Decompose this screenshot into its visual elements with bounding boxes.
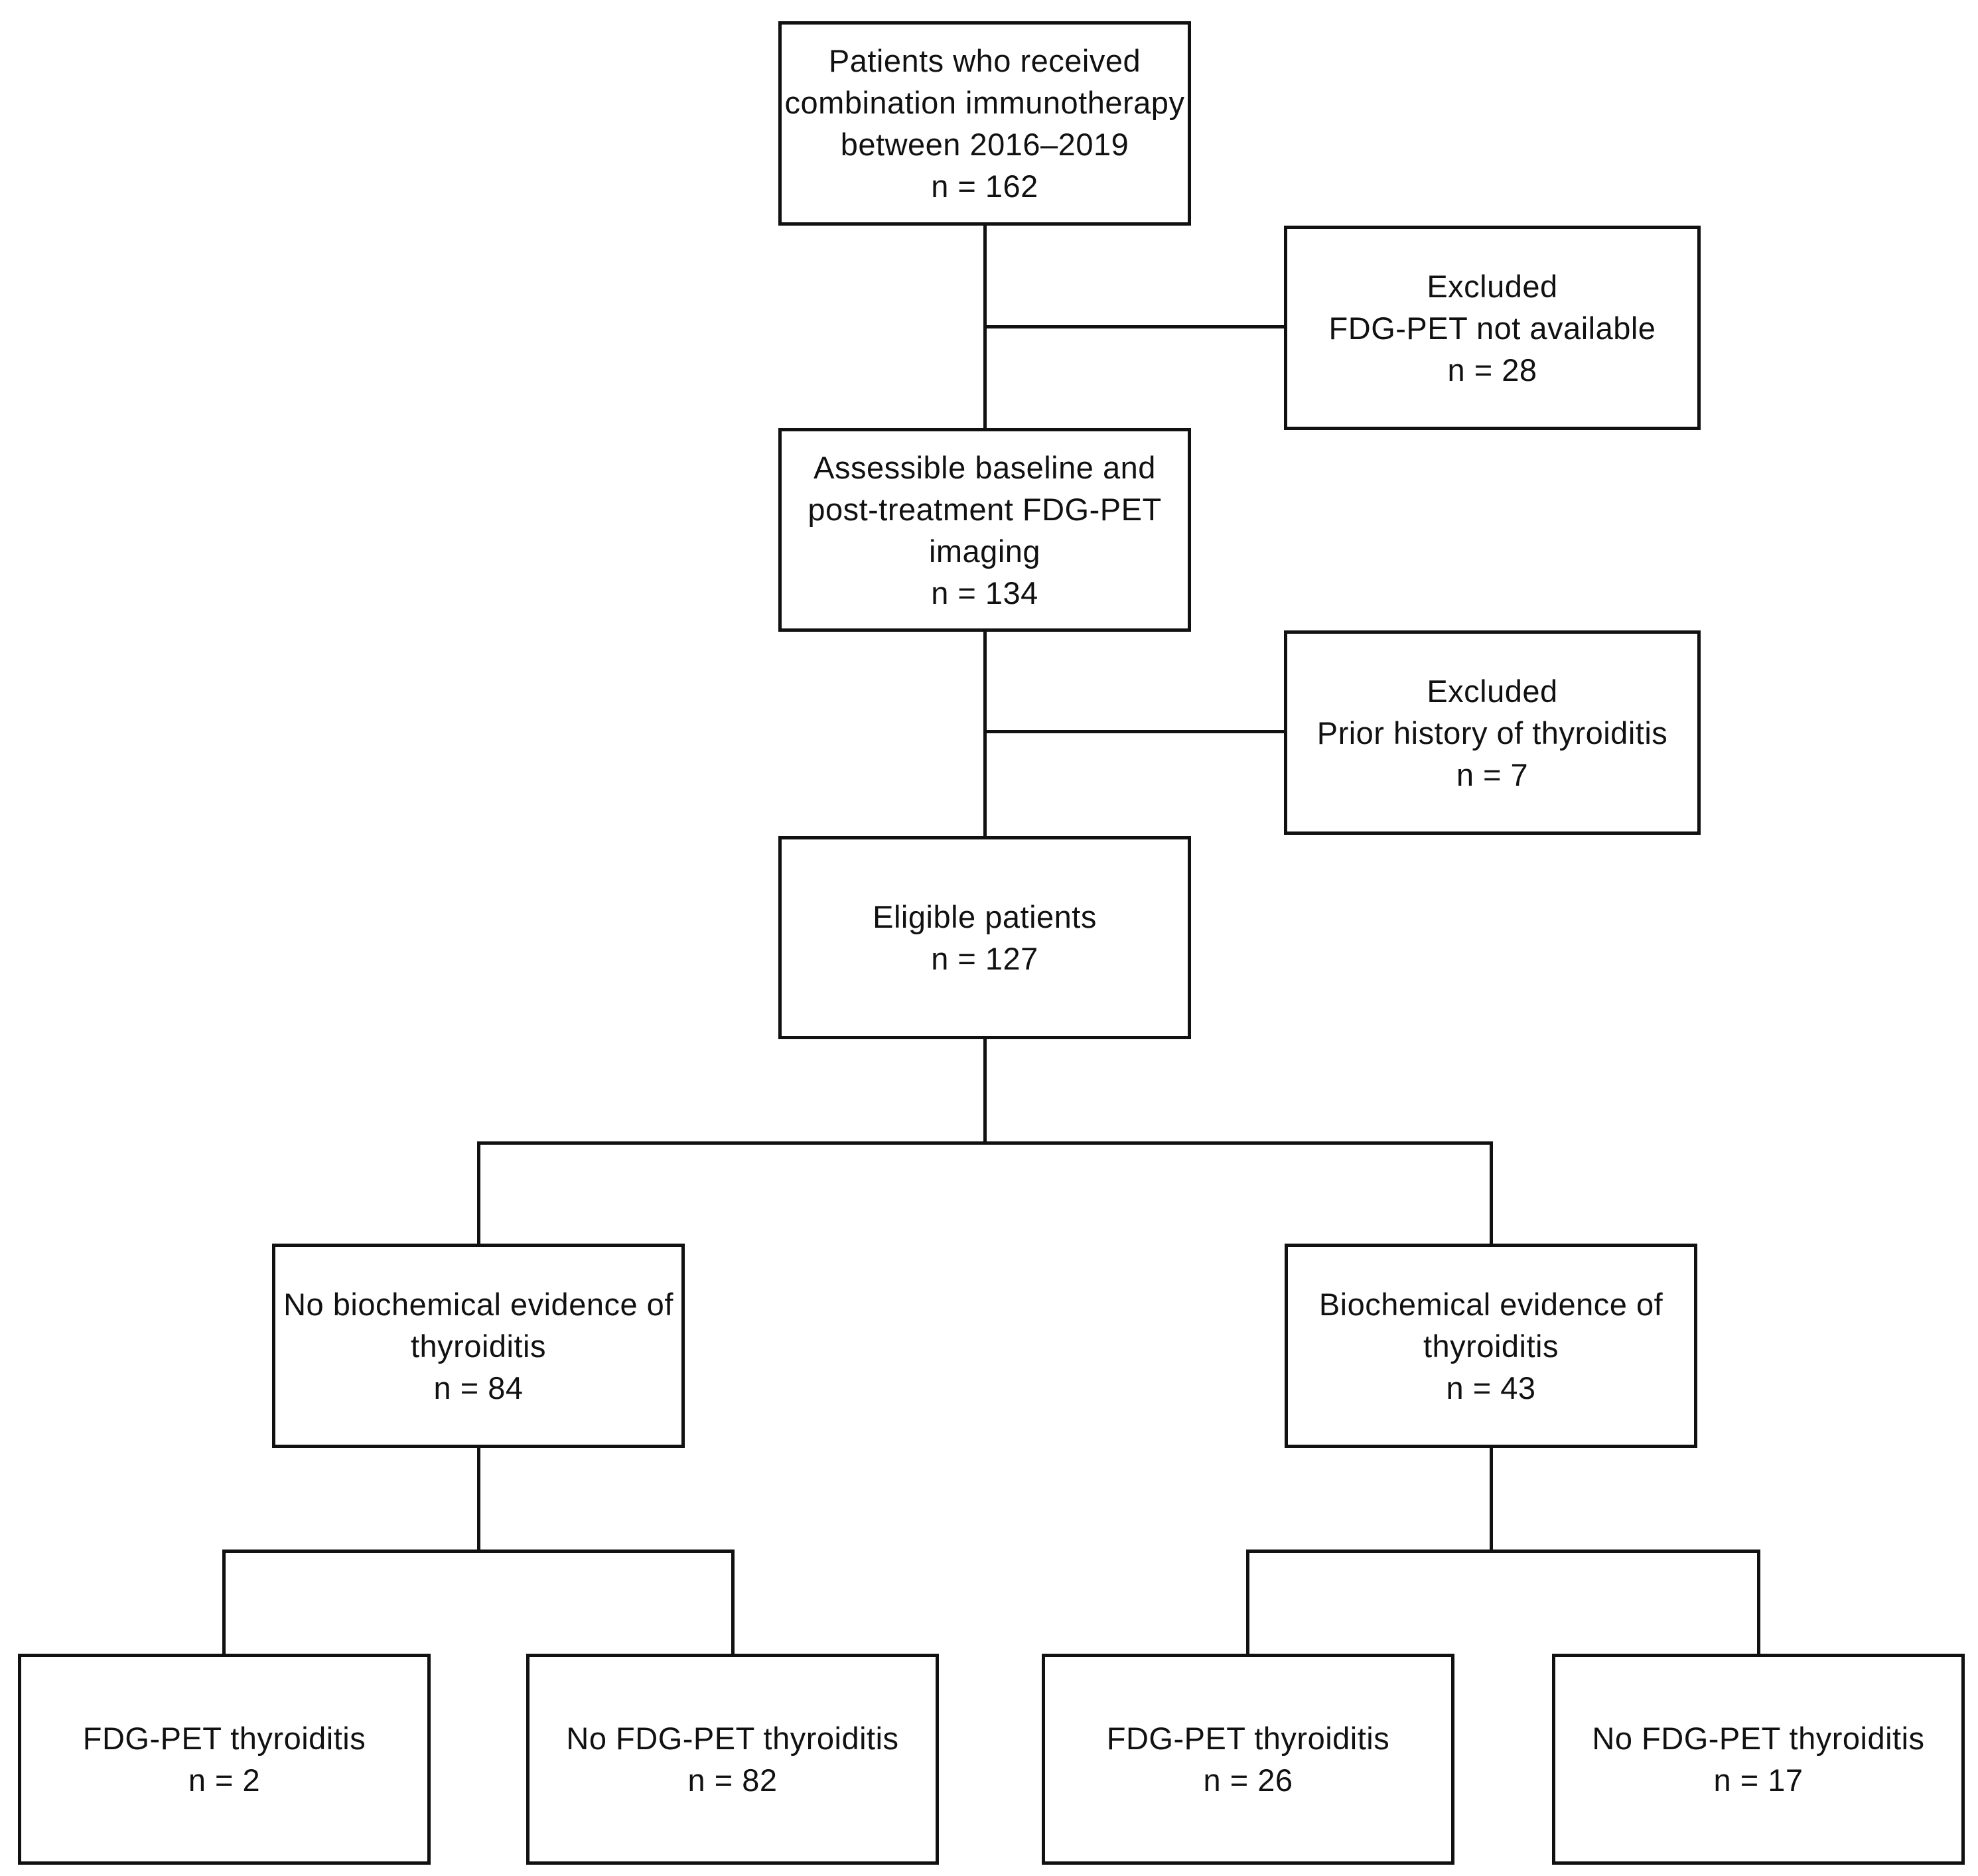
- box-line: Assessible baseline and: [813, 449, 1156, 485]
- connector-eligible-down: [983, 1039, 987, 1145]
- box-line: No FDG-PET thyroiditis: [566, 1721, 899, 1756]
- box-line: between 2016–2019: [840, 127, 1129, 162]
- box-fdg-pet-thyroiditis-right: FDG-PET thyroiditis n = 26: [1042, 1654, 1454, 1865]
- connector-subleft-to-pet: [222, 1550, 226, 1654]
- box-count: n = 26: [1203, 1763, 1293, 1798]
- box-line: Excluded: [1427, 268, 1558, 304]
- connector-branch-to-biochem: [1490, 1141, 1493, 1244]
- connector-sub-branch-left: [222, 1550, 735, 1553]
- box-line: Biochemical evidence of: [1318, 1286, 1663, 1322]
- box-no-fdg-pet-thyroiditis-left: No FDG-PET thyroiditis n = 82: [526, 1654, 939, 1865]
- connector-sub-branch-right: [1246, 1550, 1760, 1553]
- connector-stub-excluded-fdg-pet: [983, 325, 1284, 328]
- box-line: Prior history of thyroiditis: [1316, 715, 1668, 751]
- connector-subleft-to-no-pet: [731, 1550, 735, 1654]
- connector-branch-to-no-biochem: [477, 1141, 480, 1244]
- box-count: n = 127: [931, 941, 1038, 976]
- connector-subright-to-no-pet: [1757, 1550, 1760, 1654]
- box-eligible: Eligible patients n = 127: [778, 836, 1191, 1039]
- box-line: imaging: [928, 533, 1041, 569]
- box-excluded-fdg-pet-not-available: Excluded FDG-PET not available n = 28: [1284, 226, 1701, 430]
- box-count: n = 134: [931, 575, 1038, 611]
- box-line: Excluded: [1427, 673, 1558, 709]
- box-no-biochemical-thyroiditis: No biochemical evidence of thyroiditis n…: [272, 1244, 685, 1448]
- connector-biochem-down: [1490, 1448, 1493, 1553]
- box-biochemical-thyroiditis: Biochemical evidence of thyroiditis n = …: [1285, 1244, 1697, 1448]
- box-fdg-pet-thyroiditis-left: FDG-PET thyroiditis n = 2: [18, 1654, 431, 1865]
- box-line: No FDG-PET thyroiditis: [1592, 1721, 1925, 1756]
- connector-stub-excluded-prior-thyroiditis: [983, 730, 1284, 733]
- box-line: No biochemical evidence of: [283, 1286, 673, 1322]
- connector-no-biochem-down: [477, 1448, 480, 1553]
- box-count: n = 2: [188, 1763, 261, 1798]
- connector-subright-to-pet: [1246, 1550, 1249, 1654]
- box-line: combination immunotherapy: [784, 85, 1185, 120]
- box-no-fdg-pet-thyroiditis-right: No FDG-PET thyroiditis n = 17: [1552, 1654, 1965, 1865]
- box-line: FDG-PET thyroiditis: [82, 1721, 366, 1756]
- box-line: Patients who received: [828, 43, 1141, 78]
- box-line: FDG-PET not available: [1328, 310, 1656, 346]
- connector-assessible-to-eligible: [983, 632, 987, 836]
- box-enrolled: Patients who received combination immuno…: [778, 21, 1191, 226]
- box-count: n = 17: [1713, 1763, 1803, 1798]
- box-line: thyroiditis: [410, 1328, 546, 1364]
- box-count: n = 7: [1456, 757, 1529, 792]
- box-line: FDG-PET thyroiditis: [1106, 1721, 1390, 1756]
- box-count: n = 82: [687, 1763, 778, 1798]
- box-excluded-prior-thyroiditis: Excluded Prior history of thyroiditis n …: [1284, 630, 1701, 835]
- box-count: n = 84: [433, 1370, 524, 1406]
- box-count: n = 162: [931, 169, 1038, 204]
- box-count: n = 28: [1447, 352, 1537, 388]
- box-count: n = 43: [1446, 1370, 1536, 1406]
- box-line: post-treatment FDG-PET: [808, 491, 1162, 527]
- box-line: thyroiditis: [1423, 1328, 1559, 1364]
- box-assessible-imaging: Assessible baseline and post-treatment F…: [778, 428, 1191, 632]
- box-line: Eligible patients: [873, 899, 1097, 934]
- connector-main-branch: [477, 1141, 1493, 1145]
